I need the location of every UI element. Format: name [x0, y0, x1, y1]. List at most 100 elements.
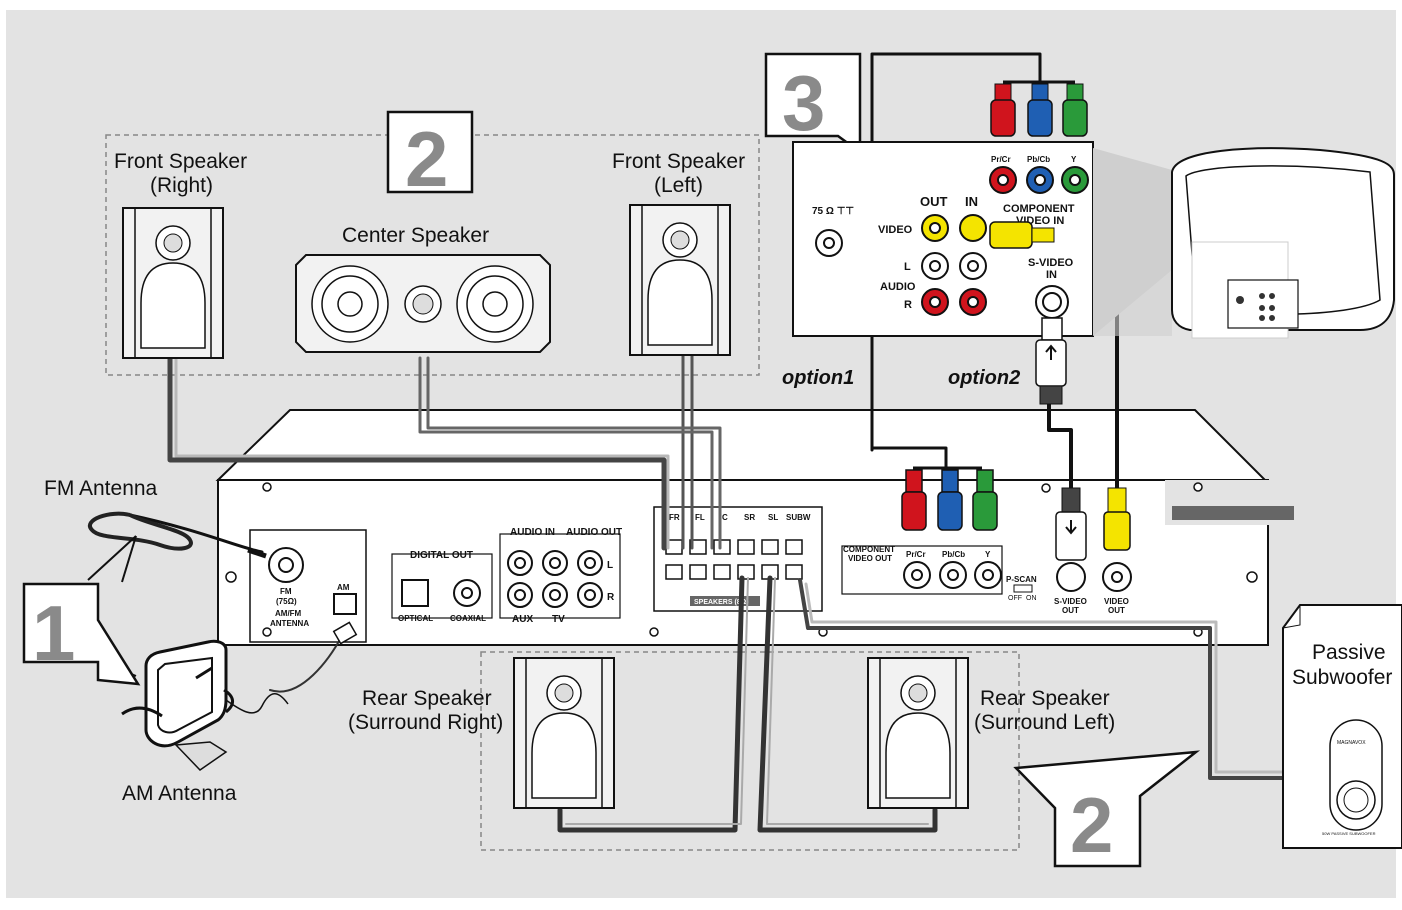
svideo-out-label-2: OUT — [1062, 606, 1079, 615]
front-right-subtitle: (Right) — [150, 174, 213, 197]
svideo-out-jack[interactable] — [1056, 562, 1086, 592]
step-2-bottom-badge: 2 — [1013, 750, 1201, 869]
audio-in-label: AUDIO IN — [510, 527, 555, 538]
spk-c-label: C — [722, 513, 728, 522]
tv-pr-label: Pr/Cr — [991, 155, 1011, 164]
tv-label: TV — [552, 614, 565, 625]
rcv-pr-label: Pr/Cr — [906, 550, 926, 559]
spk-subw-label: SUBW — [786, 513, 811, 522]
am-antenna-jack[interactable] — [333, 593, 357, 615]
spk-sr-label: SR — [744, 513, 755, 522]
rear-left-subtitle: (Surround Left) — [974, 711, 1115, 734]
am-antenna-label: AM Antenna — [122, 782, 237, 805]
audio-r-label: R — [607, 592, 615, 603]
video-out-label-1: VIDEO — [1104, 597, 1129, 606]
receiver-fm-ohm-label: (75Ω) — [276, 597, 297, 606]
tv-y-label: Y — [1071, 155, 1077, 164]
rear-right-title: Rear Speaker — [362, 687, 492, 710]
rcv-pb-label: Pb/Cb — [942, 550, 965, 559]
pscan-switch[interactable] — [1013, 584, 1033, 593]
tv-out-label: OUT — [920, 194, 948, 209]
rear-right-subtitle: (Surround Right) — [348, 711, 503, 734]
svideo-out-label-1: S-VIDEO — [1054, 597, 1087, 606]
tv-video-plug — [989, 221, 1055, 249]
receiver-top — [215, 409, 1268, 481]
front-right-speaker — [122, 207, 224, 359]
video-out-label-2: OUT — [1108, 606, 1125, 615]
component-out-jacks[interactable] — [903, 561, 1002, 589]
front-left-speaker — [629, 204, 731, 356]
digital-out-label: DIGITAL OUT — [410, 550, 473, 561]
tv-video-label: VIDEO — [878, 224, 913, 236]
center-speaker-title: Center Speaker — [342, 224, 489, 247]
audio-out-label: AUDIO OUT — [566, 527, 622, 538]
step-2-top-badge: 2 — [386, 110, 474, 203]
spk-fr-label: FR — [669, 513, 680, 522]
pscan-on-label: ON — [1026, 595, 1037, 602]
spk-fl-label: FL — [695, 513, 705, 522]
tv-component-label-1: COMPONENT — [1003, 203, 1075, 215]
option2-label: option2 — [948, 367, 1020, 389]
rear-right-speaker — [513, 657, 615, 809]
receiver-slot — [1172, 506, 1294, 520]
receiver-am-label: AM — [337, 583, 350, 592]
tv-component-plugs — [990, 80, 1088, 137]
speaker-clips[interactable] — [665, 539, 803, 580]
front-left-title: Front Speaker — [612, 150, 745, 173]
subwoofer-caption: 50W PASSIVE SUBWOOFER — [1322, 831, 1376, 836]
receiver-amfm-label-2: ANTENNA — [270, 619, 309, 628]
rear-speakers-enclosure — [480, 651, 1020, 851]
subwoofer-brand: MAGNAVOX — [1337, 740, 1366, 746]
speaker-terminals — [653, 506, 823, 612]
fm-antenna-label: FM Antenna — [44, 477, 158, 500]
audio-l-label: L — [607, 560, 613, 571]
fm-antenna — [88, 511, 267, 559]
step-2-bottom-number: 2 — [1070, 781, 1113, 869]
front-right-title: Front Speaker — [114, 150, 247, 173]
receiver-component-plugs — [901, 466, 998, 531]
cables — [128, 52, 1290, 833]
passive-subwoofer: MAGNAVOX 50W PASSIVE SUBWOOFER — [1282, 604, 1402, 849]
receiver-amfm-label-1: AM/FM — [275, 609, 302, 618]
step-3-badge: 3 — [764, 52, 862, 155]
step-1-badge: 1 — [22, 582, 141, 686]
receiver-svideo-plug — [1055, 487, 1087, 561]
front-left-subtitle: (Left) — [654, 174, 703, 197]
subwoofer-subtitle: Subwoofer — [1292, 666, 1392, 689]
tv-svideo-plug — [1035, 317, 1067, 405]
optical-jack[interactable] — [401, 579, 429, 607]
tv-antenna-label: 75 Ω ⊤⊤ — [812, 206, 854, 217]
optical-label: OPTICAL — [398, 614, 433, 623]
coaxial-label: COAXIAL — [450, 614, 486, 623]
television — [1093, 147, 1395, 339]
rear-left-speaker — [867, 657, 969, 809]
am-antenna — [121, 621, 358, 771]
pscan-label: P-SCAN — [1006, 575, 1037, 584]
step-3-number: 3 — [782, 59, 825, 147]
receiver-fm-label: FM — [280, 587, 292, 596]
receiver-video-plug — [1103, 487, 1131, 551]
speakers-ohm-label: SPEAKERS (8Ω) — [694, 599, 749, 606]
aux-label: AUX — [512, 614, 533, 625]
spk-sl-label: SL — [768, 513, 778, 522]
step-1-number: 1 — [32, 589, 75, 677]
tv-pb-label: Pb/Cb — [1027, 155, 1050, 164]
tv-audio-label: AUDIO — [880, 281, 916, 293]
tv-audio-r-label: R — [904, 299, 912, 311]
subwoofer-title: Passive — [1312, 641, 1386, 664]
component-out-label-1: COMPONENT — [843, 545, 895, 554]
center-speaker — [295, 254, 551, 353]
step-2-top-number: 2 — [405, 115, 448, 203]
tv-video-in-jack[interactable] — [959, 214, 987, 242]
tv-svideo-label-1: S-VIDEO — [1028, 257, 1074, 269]
tv-in-label: IN — [965, 194, 978, 209]
pscan-off-label: OFF — [1008, 595, 1022, 602]
audio-jacks[interactable] — [507, 550, 603, 608]
rcv-y-label: Y — [985, 550, 991, 559]
tv-svideo-label-2: IN — [1046, 269, 1057, 281]
rear-left-title: Rear Speaker — [980, 687, 1110, 710]
tv-audio-l-label: L — [904, 261, 911, 273]
component-out-label-2: VIDEO OUT — [848, 554, 892, 563]
